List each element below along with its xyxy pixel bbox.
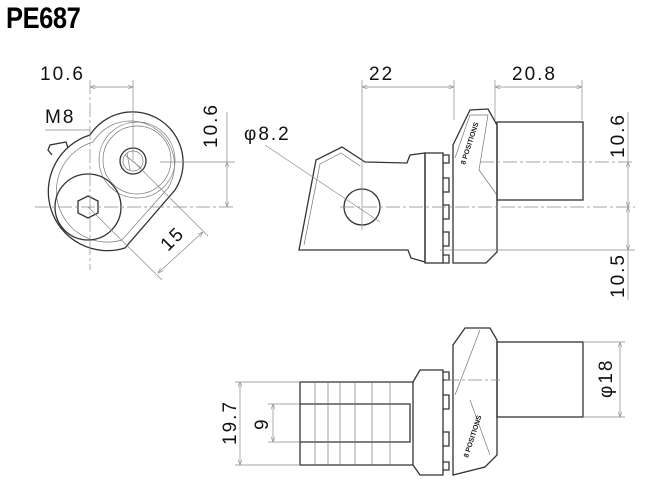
dim-fork-width: 19.7 xyxy=(220,400,241,445)
front-view: 10.6 M8 10.6 15 xyxy=(35,64,235,281)
dim-hole-diameter: φ8.2 xyxy=(244,124,291,145)
dim-front-height: 10.6 xyxy=(201,103,222,148)
dim-side-length-a: 22 xyxy=(369,64,394,85)
dim-side-height-top: 10.6 xyxy=(608,113,629,158)
dim-side-height-bottom: 10.5 xyxy=(608,253,629,298)
dim-thread: M8 xyxy=(45,107,75,128)
dim-diagonal: 15 xyxy=(157,223,190,256)
engraving-side: 8 POSITIONS xyxy=(460,121,480,165)
side-view: 8 POSITIONS 22 20.8 φ8.2 10.6 10.5 xyxy=(244,64,635,300)
dim-side-length-b: 20.8 xyxy=(512,64,557,85)
part-number-title: PE687 xyxy=(6,2,81,35)
engraving-bottom: 8 POSITIONS xyxy=(463,414,483,458)
bottom-view: 8 POSITIONS φ18 19.7 9 xyxy=(220,327,625,476)
dim-front-width: 10.6 xyxy=(40,64,85,85)
dim-shaft-diameter: φ18 xyxy=(596,359,617,398)
dim-slot-width: 9 xyxy=(252,417,273,430)
